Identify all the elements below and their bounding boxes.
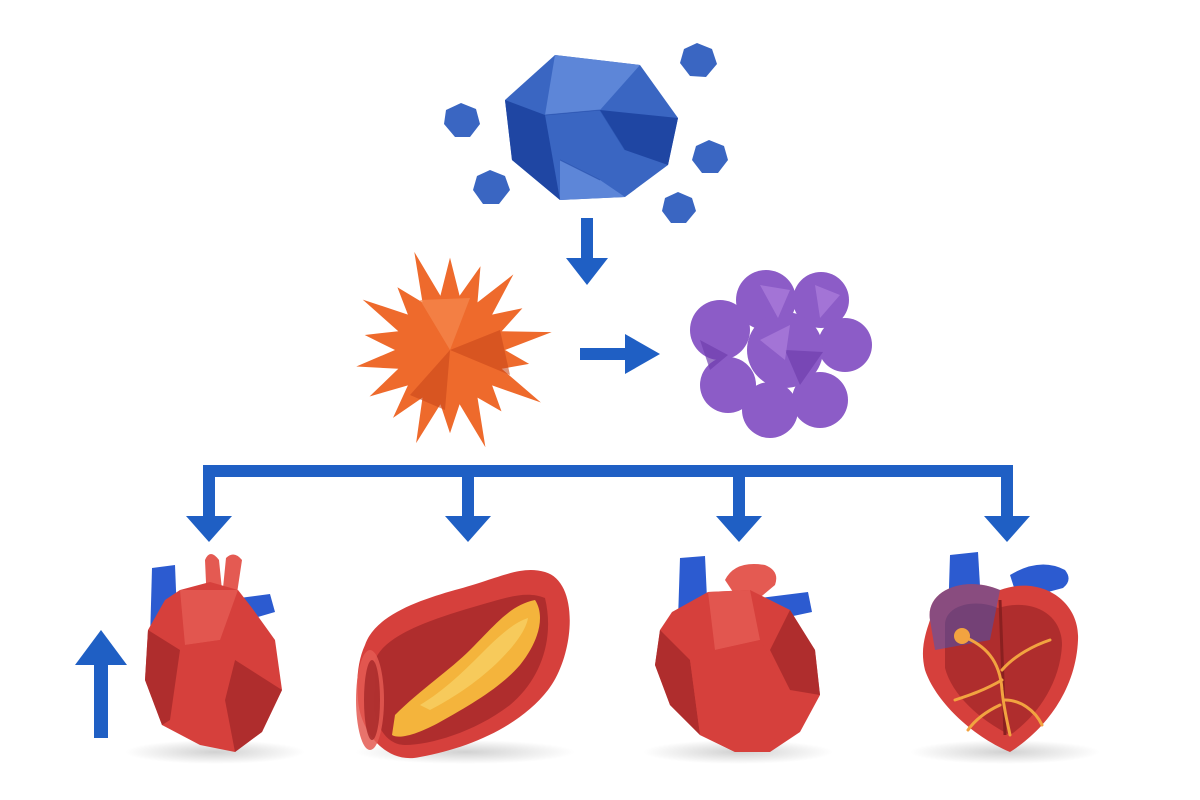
virus-particle-icon <box>692 140 728 173</box>
heart-cross-section-icon <box>922 552 1079 752</box>
artery-plaque-icon <box>356 570 570 759</box>
virus-particle-icon <box>662 192 696 223</box>
distribution-tree <box>186 465 1030 542</box>
virus-particle-icon <box>680 43 717 77</box>
arrow-to-artery <box>445 516 491 542</box>
up-arrow-icon <box>75 630 127 738</box>
arrow-to-heart-cross-section <box>984 516 1030 542</box>
virus-particle-icon <box>473 170 510 204</box>
cytokine-cluster-icon <box>690 270 872 438</box>
virus-particle-icon <box>444 103 480 137</box>
heart-icon <box>655 556 820 752</box>
arrow-to-enlarged-heart <box>186 516 232 542</box>
conduction-pathway <box>953 628 1052 737</box>
virus-particles <box>444 43 728 223</box>
arrow-immune-to-cytokine <box>580 334 660 374</box>
arrow-virus-to-immune <box>566 218 608 285</box>
immune-cell-icon <box>356 251 552 448</box>
virus-icon <box>505 55 678 200</box>
arrow-to-heart <box>716 516 762 542</box>
enlarged-heart-icon <box>145 554 282 752</box>
